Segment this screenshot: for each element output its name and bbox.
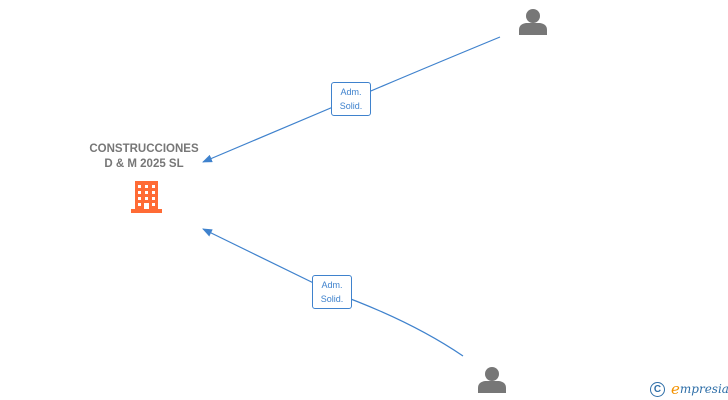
brand-name: mpresia (679, 382, 728, 396)
relation-label-line2: Solid. (320, 294, 344, 304)
company-name-line2: D & M 2025 SL (104, 158, 184, 170)
building-icon[interactable] (131, 181, 162, 213)
company-name-line1: CONSTRUCCIONES (89, 143, 199, 155)
company-name[interactable]: CONSTRUCCIONES D & M 2025 SL (64, 142, 224, 172)
copyright-icon: C (650, 381, 665, 397)
relation-label[interactable]: Adm. Solid. (331, 82, 371, 116)
person-icon[interactable] (478, 367, 506, 393)
brand-initial: e (671, 380, 680, 398)
relation-label-line2: Solid. (339, 101, 363, 111)
relation-label-line1: Adm. (321, 280, 343, 290)
relation-label[interactable]: Adm. Solid. (312, 275, 352, 309)
relation-label-line1: Adm. (340, 87, 362, 97)
person-icon[interactable] (519, 9, 547, 35)
